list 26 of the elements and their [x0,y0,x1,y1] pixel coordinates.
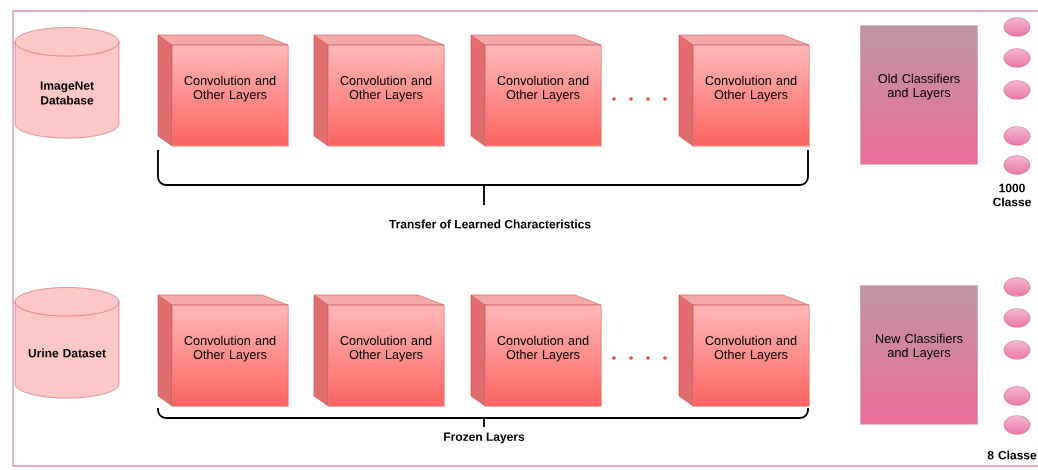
class-count-label: 1000 Classe [993,183,1031,207]
output-circle [1003,386,1031,406]
class-count-label: 8 Classe [987,450,1037,460]
output-circle [1003,80,1031,100]
layer-block: Convolution and Other Layers [470,34,602,147]
layer-block: Convolution and Other Layers [313,294,445,407]
output-circle [1003,308,1031,328]
output-circle [1003,155,1031,175]
output-circle [1003,126,1031,146]
layer-block: Convolution and Other Layers [157,34,289,147]
layer-block: Convolution and Other Layers [470,294,602,407]
layer-block: Convolution and Other Layers [157,294,289,407]
output-circle [1003,48,1031,68]
layer-block: Convolution and Other Layers [678,294,810,407]
brace-label: Frozen Layers [442,431,526,445]
database-cylinder: Urine Dataset [14,287,120,399]
layer-block: Convolution and Other Layers [678,34,810,147]
classifier-box: Old Classifiers and Layers [860,25,978,165]
output-circle [1003,17,1031,37]
layer-block: Convolution and Other Layers [313,34,445,147]
classifier-box: New Classifiers and Layers [860,285,978,425]
database-cylinder: ImageNet Database [14,27,120,139]
output-circle [1003,277,1031,297]
brace-label: Transfer of Learned Characteristics [387,218,593,230]
output-circle [1003,415,1031,435]
output-circle [1003,340,1031,360]
